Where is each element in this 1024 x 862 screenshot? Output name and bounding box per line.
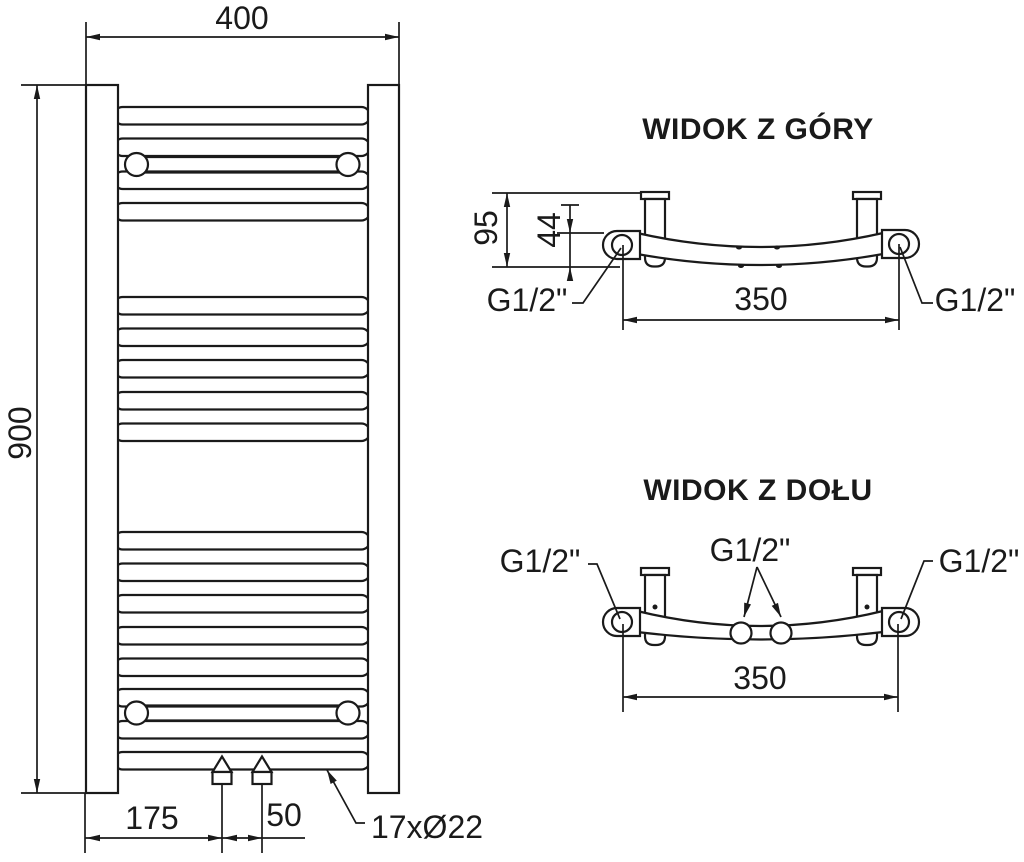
mounting-hole bbox=[335, 700, 361, 726]
leader-17x22 bbox=[326, 769, 365, 824]
bottom-connections bbox=[210, 754, 274, 853]
top-view-title: WIDOK Z GÓRY bbox=[642, 113, 874, 146]
dim-label-depth: 95 bbox=[468, 210, 504, 246]
rung bbox=[112, 295, 372, 316]
dim-label-bow: 44 bbox=[531, 212, 567, 248]
rung bbox=[112, 750, 372, 771]
center-thread-port bbox=[729, 621, 753, 645]
dim-400 bbox=[85, 22, 400, 85]
rung bbox=[112, 105, 372, 126]
bottom-view-end-fittings bbox=[601, 606, 921, 638]
bottom-mounting-brackets bbox=[123, 700, 361, 726]
bracket-screw-hole bbox=[652, 604, 658, 610]
rung bbox=[112, 530, 372, 551]
front-view bbox=[21, 22, 401, 853]
bottom-view-title: WIDOK Z DOŁU bbox=[643, 474, 873, 507]
radiator-rungs bbox=[112, 105, 372, 771]
rung bbox=[112, 327, 372, 348]
dim-95 bbox=[492, 193, 620, 268]
left-thread-port bbox=[610, 233, 634, 257]
dim-label-inlet-offset: 175 bbox=[125, 800, 179, 836]
thread-label-bottom-left: G1/2" bbox=[499, 543, 581, 579]
left-collector-tube bbox=[84, 83, 120, 795]
leader-g12-bottom-center bbox=[743, 566, 782, 618]
bracket-screw-hole bbox=[864, 604, 870, 610]
rung bbox=[112, 657, 372, 678]
right-thread-port bbox=[887, 610, 911, 634]
dim-label-span-top: 350 bbox=[734, 281, 788, 317]
leader-g12-top-right bbox=[899, 246, 933, 304]
dim-label-width: 400 bbox=[215, 0, 269, 36]
center-thread-port bbox=[769, 621, 793, 645]
mounting-hole bbox=[335, 151, 361, 178]
right-collector-tube bbox=[366, 83, 401, 795]
dim-label-span-bottom: 350 bbox=[733, 660, 787, 696]
bottom-view bbox=[588, 560, 933, 712]
dim-label-height: 900 bbox=[2, 406, 38, 460]
rung bbox=[112, 562, 372, 583]
rung bbox=[112, 625, 372, 646]
rung bbox=[112, 422, 372, 443]
rung bbox=[112, 170, 372, 191]
leader-g12-top-left bbox=[572, 247, 622, 304]
dim-175-50 bbox=[84, 793, 305, 853]
rung bbox=[112, 687, 372, 708]
left-connection-body bbox=[211, 770, 233, 786]
dim-44 bbox=[557, 204, 604, 281]
mounting-hole bbox=[123, 700, 150, 726]
dim-label-inlet-spacing: 50 bbox=[266, 797, 302, 833]
leader-g12-bottom-left bbox=[588, 563, 621, 620]
left-thread-port bbox=[610, 610, 634, 634]
thread-label-top-right: G1/2" bbox=[934, 282, 1016, 318]
dim-350-top bbox=[622, 244, 900, 330]
top-mounting-brackets bbox=[123, 151, 361, 178]
rung bbox=[112, 593, 372, 614]
right-connection-body bbox=[251, 770, 273, 786]
rung bbox=[112, 358, 372, 379]
leader-g12-bottom-right bbox=[900, 560, 933, 620]
rung bbox=[112, 137, 372, 158]
mounting-hole bbox=[123, 151, 150, 178]
rung bbox=[112, 201, 372, 222]
thread-label-bottom-right: G1/2" bbox=[938, 543, 1020, 579]
curved-rail bbox=[635, 609, 885, 641]
rung bbox=[112, 719, 372, 740]
top-view bbox=[492, 190, 933, 330]
dim-900 bbox=[21, 84, 117, 794]
thread-label-top-left: G1/2" bbox=[486, 282, 568, 318]
note-label-tubes: 17xØ22 bbox=[370, 809, 484, 845]
curved-rail bbox=[635, 231, 885, 267]
rung bbox=[112, 390, 372, 411]
dim-350-bottom bbox=[622, 624, 899, 712]
thread-label-bottom-center: G1/2" bbox=[709, 532, 791, 568]
